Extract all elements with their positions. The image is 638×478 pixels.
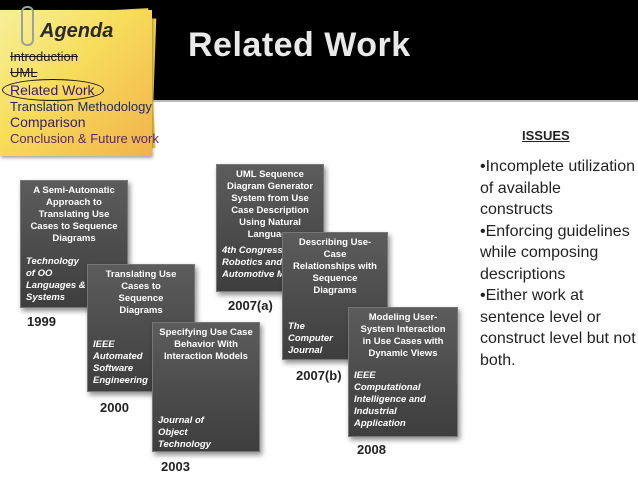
paper-card-2003[interactable]: Specifying Use Case Behavior With Intera… bbox=[152, 322, 260, 452]
agenda-item-introduction[interactable]: Introduction bbox=[10, 49, 78, 64]
paper-card-1999[interactable]: A Semi-Automatic Approach to Translating… bbox=[20, 180, 128, 308]
year-label: 2000 bbox=[100, 400, 129, 415]
issues-heading: ISSUES bbox=[522, 128, 570, 143]
paper-title: Describing Use-Case Relationships with S… bbox=[293, 237, 377, 296]
agenda-item-conclusion[interactable]: Conclusion & Future work bbox=[10, 131, 159, 146]
paper-venue: The Computer Journal bbox=[288, 321, 333, 356]
agenda-item-uml[interactable]: UML bbox=[10, 65, 38, 80]
current-item-circle bbox=[2, 79, 104, 101]
year-label: 2008 bbox=[357, 442, 386, 457]
slide-title: Related Work bbox=[188, 26, 411, 64]
paperclip-icon bbox=[21, 6, 34, 46]
paper-venue: Technology of OO Languages & Systems bbox=[26, 256, 86, 303]
paper-venue: IEEE Automated Software Engineering bbox=[93, 339, 148, 386]
paper-title: UML Sequence Diagram Generator System fr… bbox=[226, 169, 314, 240]
paper-venue: Journal of Object Technology bbox=[158, 415, 211, 450]
paper-title: Modeling User-System Interaction in Use … bbox=[360, 312, 446, 359]
year-label: 2007(a) bbox=[228, 298, 273, 313]
issue-item: •Incomplete utilization of available con… bbox=[480, 158, 636, 218]
agenda-title: Agenda bbox=[40, 20, 114, 42]
issue-item: •Enforcing guidelines while composing de… bbox=[480, 222, 630, 283]
agenda-item-comparison[interactable]: Comparison bbox=[10, 114, 86, 130]
issues-list: •Incomplete utilization of available con… bbox=[480, 156, 636, 371]
issue-item: •Either work at sentence level or constr… bbox=[480, 287, 636, 369]
year-label: 1999 bbox=[27, 314, 56, 329]
paper-venue: 4th Congress of El Robotics and Automoti… bbox=[222, 245, 306, 280]
agenda-item-translation-methodology[interactable]: Translation Methodology bbox=[10, 99, 152, 114]
year-label: 2003 bbox=[161, 459, 190, 474]
paper-card-2008[interactable]: Modeling User-System Interaction in Use … bbox=[348, 307, 458, 437]
paper-title: Translating Use Cases to Sequence Diagra… bbox=[105, 269, 177, 316]
paper-title: A Semi-Automatic Approach to Translating… bbox=[30, 185, 118, 244]
paper-title: Specifying Use Case Behavior With Intera… bbox=[159, 327, 253, 362]
paper-venue: IEEE Computational Intelligence and Indu… bbox=[354, 370, 426, 429]
year-label: 2007(b) bbox=[296, 368, 342, 383]
title-divider bbox=[0, 100, 638, 102]
